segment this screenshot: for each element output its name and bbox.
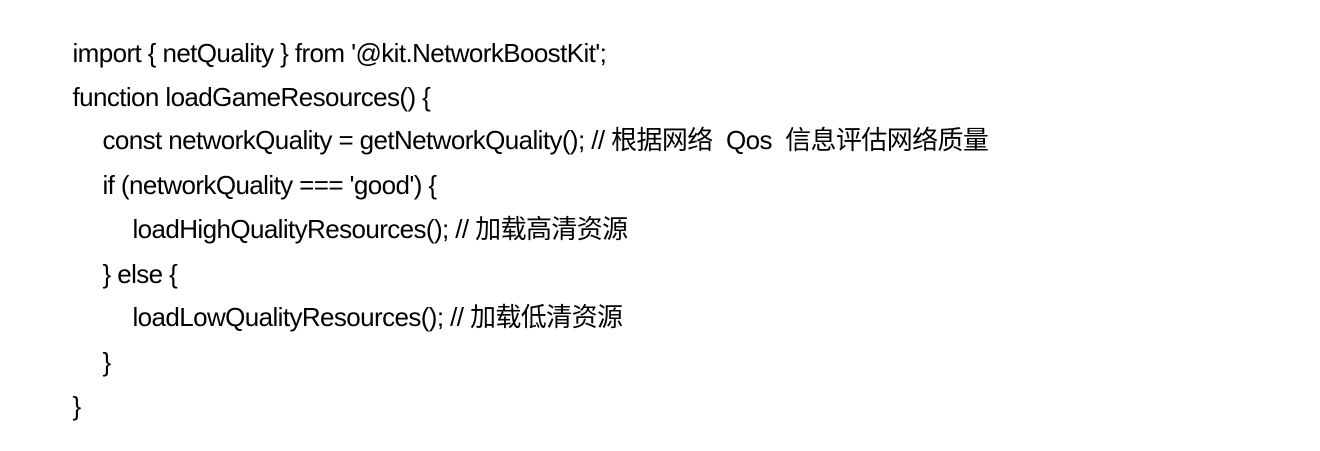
code-text: const networkQuality = getNetworkQuality… [102, 125, 612, 155]
code-text: loadHighQualityResources(); // [132, 214, 476, 244]
code-text: } [72, 391, 82, 421]
code-line-load-low-quality: loadLowQualityResources(); // 加载低清资源 [106, 272, 623, 332]
code-text: import { netQuality } from '@kit.Network… [72, 38, 607, 68]
code-line-function-declaration: function loadGameResources() { [46, 52, 431, 112]
code-comment: 加载低清资源 [469, 302, 623, 332]
code-line-if-good: if (networkQuality === 'good') { [76, 140, 438, 200]
code-line-const-network-quality: const networkQuality = getNetworkQuality… [76, 95, 989, 155]
code-line-import: import { netQuality } from '@kit.Network… [46, 8, 607, 68]
code-line-close-if: } [76, 317, 112, 377]
code-text: loadLowQualityResources(); // [132, 302, 470, 332]
code-line-else: } else { [76, 229, 178, 289]
code-line-load-high-quality: loadHighQualityResources(); // 加载高清资源 [106, 184, 629, 244]
code-text: } else { [102, 259, 178, 289]
code-comment: 加载高清资源 [475, 214, 628, 244]
code-line-close-function: } [46, 361, 82, 421]
code-comment: 根据网络 Qos 信息评估网络质量 [611, 125, 989, 155]
code-text: function loadGameResources() { [72, 82, 431, 112]
code-text: } [102, 347, 112, 377]
code-text: if (networkQuality === 'good') { [102, 170, 438, 200]
